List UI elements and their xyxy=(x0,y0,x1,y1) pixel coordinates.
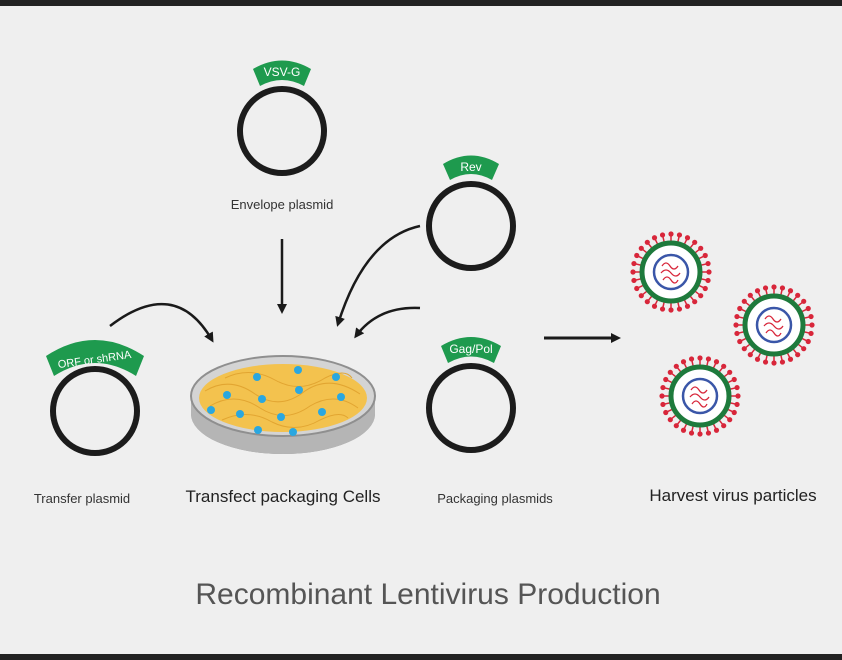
arrow-rev-to-dish xyxy=(335,224,421,327)
envelope-plasmid: VSV-G Envelope plasmid xyxy=(231,60,334,212)
rev-plasmid: Rev xyxy=(426,155,516,271)
cell-nuclei xyxy=(207,366,345,436)
plasmid-tag xyxy=(253,60,311,86)
plasmid-caption: Packaging plasmids xyxy=(437,491,553,506)
petri-dish: Transfect packaging Cells xyxy=(186,355,381,506)
plasmid-ring xyxy=(426,363,516,453)
plasmid-tag-label: Rev xyxy=(460,160,481,174)
transfer-plasmid: ORF or shRNA Transfer plasmid xyxy=(34,340,144,506)
virus-particle xyxy=(630,231,712,313)
arrow-gagpol-to-dish xyxy=(354,306,421,339)
plasmid-caption: Envelope plasmid xyxy=(231,197,334,212)
plasmid-tag xyxy=(46,340,144,376)
virus-particle xyxy=(659,355,741,437)
plasmid-ring xyxy=(237,86,327,176)
harvest-caption: Harvest virus particles xyxy=(649,486,816,505)
virus-particle xyxy=(733,284,815,366)
plasmid-tag xyxy=(443,155,499,180)
plasmid-tag-label: VSV-G xyxy=(264,65,301,79)
plasmid-ring xyxy=(50,366,140,456)
dish-caption: Transfect packaging Cells xyxy=(186,487,381,506)
plasmid-tag xyxy=(441,337,501,363)
gagpol-plasmid: Gag/Pol Packaging plasmids xyxy=(426,337,553,506)
virus-particles xyxy=(630,231,815,437)
plasmid-tag-label: Gag/Pol xyxy=(449,342,492,356)
diagram-canvas: VSV-G Envelope plasmid Rev ORF or shRNA … xyxy=(0,6,842,654)
plasmid-ring xyxy=(426,181,516,271)
arrow-transfer-to-dish xyxy=(109,302,214,343)
diagram-title: Recombinant Lentivirus Production xyxy=(195,578,660,611)
plasmid-caption: Transfer plasmid xyxy=(34,491,130,506)
